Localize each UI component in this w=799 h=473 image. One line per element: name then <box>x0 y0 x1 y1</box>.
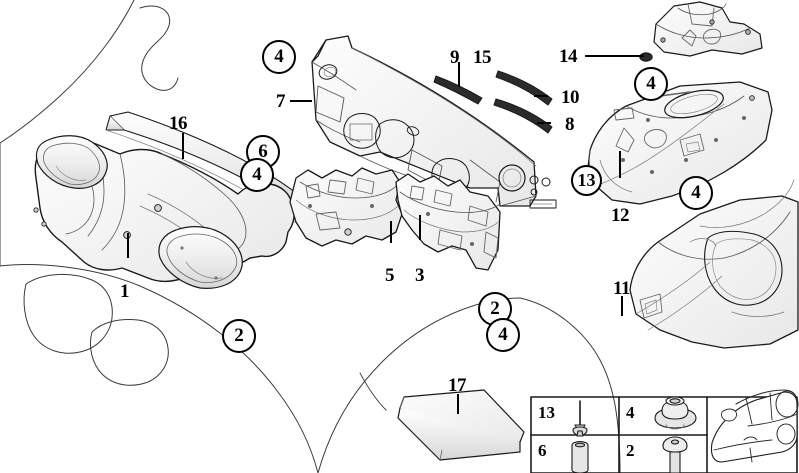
leader-line-5 <box>390 221 392 243</box>
part-2-damping-pad-upper <box>35 135 108 189</box>
leader-line-10 <box>534 95 548 97</box>
callout-12: 12 <box>611 205 630 226</box>
legend-icon-4-grommet <box>654 396 697 430</box>
leader-line-14 <box>585 55 644 57</box>
leader-line-11 <box>621 296 623 316</box>
callout-11: 11 <box>613 278 630 299</box>
part-3-footwell-side-insulation <box>395 173 501 271</box>
callout-8: 8 <box>565 114 575 135</box>
legend-number-13: 13 <box>538 403 555 422</box>
part-17-insulation-mat <box>359 372 525 461</box>
callout-13-circled: 13 <box>571 165 602 196</box>
part-12-wheelhouse-insulation <box>587 81 773 205</box>
callout-4-circled: 4 <box>679 176 713 210</box>
leader-line-12 <box>619 151 621 178</box>
callout-17: 17 <box>448 375 467 396</box>
callout-15: 15 <box>473 47 492 68</box>
legend-icon-13-pin-clip <box>572 400 588 437</box>
leader-line-7 <box>290 100 312 102</box>
part-2-damping-pad-lower <box>158 226 243 289</box>
leader-line-8 <box>537 122 551 124</box>
part-10-strip <box>495 70 553 106</box>
legend-number-6: 6 <box>538 441 547 460</box>
callout-2-circled: 2 <box>222 319 256 353</box>
legend-icon-2-rivet <box>662 436 688 473</box>
leader-line-17 <box>457 394 459 414</box>
leader-line-16 <box>182 133 184 159</box>
legend-icon-6-sleeve <box>571 441 589 473</box>
legend-icon-car-silhouette <box>710 389 799 463</box>
callout-1: 1 <box>120 281 130 302</box>
legend-number-2: 2 <box>626 441 635 460</box>
legend-number-4: 4 <box>626 403 635 422</box>
callout-3: 3 <box>415 265 425 286</box>
callout-4-circled: 4 <box>634 67 668 101</box>
callout-4-circled: 4 <box>240 158 274 192</box>
callout-14: 14 <box>559 46 578 67</box>
callout-9: 9 <box>450 47 460 68</box>
part-5-footwell-insulation <box>289 167 403 247</box>
callout-16: 16 <box>169 113 188 134</box>
leader-line-9 <box>458 62 460 87</box>
part-14-tunnel-insulation <box>639 1 763 62</box>
part-8-strip <box>493 98 553 134</box>
callout-7: 7 <box>276 91 286 112</box>
callout-4-circled: 4 <box>262 40 296 74</box>
leader-line-3 <box>419 215 421 240</box>
callout-10: 10 <box>561 87 580 108</box>
part-11-wheelhouse-liner <box>629 179 799 349</box>
callout-5: 5 <box>385 265 395 286</box>
leader-line-1 <box>127 233 129 258</box>
callout-4-circled: 4 <box>486 318 520 352</box>
part-9-strip <box>433 75 483 105</box>
